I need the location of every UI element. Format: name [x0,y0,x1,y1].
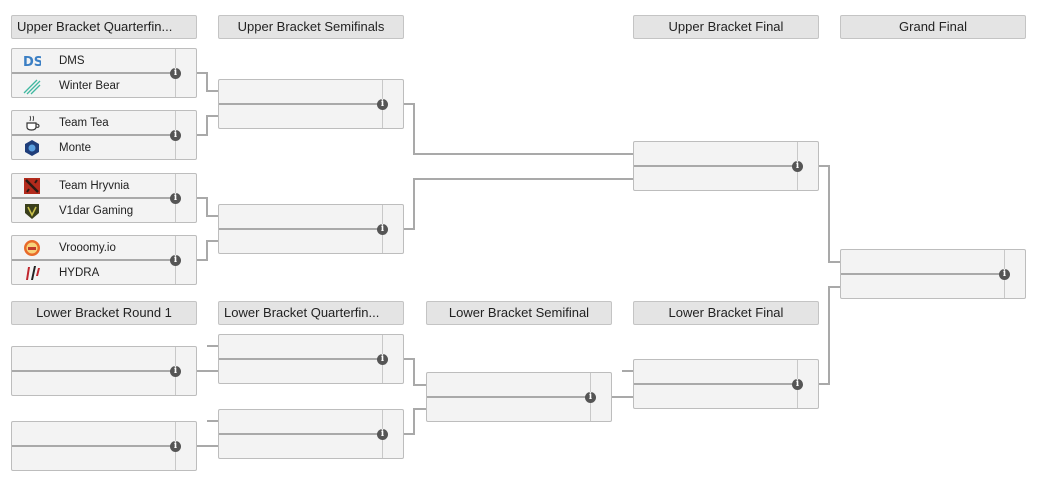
match-divider [841,273,1005,275]
info-icon[interactable]: i [170,254,181,266]
match-divider [12,197,176,199]
team-name: Winter Bear [59,80,120,92]
ub-qf-match-3[interactable]: Team Hryvnia V1dar Gaming i [11,173,197,223]
connector-line [404,103,633,155]
team-row-winter-bear[interactable]: Winter Bear [12,74,175,98]
team-name: Vrooomy.io [59,242,116,254]
info-icon[interactable]: i [377,428,388,440]
connector-line [197,72,218,92]
vrooomy-logo-icon [24,240,40,256]
connector-line [197,197,218,217]
ub-qf-match-1[interactable]: DS DMS Winter Bear i [11,48,197,98]
hydra-logo-icon [26,266,40,280]
team-row-team-hryvnia[interactable]: Team Hryvnia [12,174,175,198]
header-lower-bracket-final: Lower Bracket Final [633,301,819,325]
lb-sf-match[interactable]: i [426,372,612,422]
team-row-monte[interactable]: Monte [12,136,175,160]
teapot-logo-icon [26,115,40,131]
info-icon[interactable]: i [170,67,181,79]
match-divider [219,228,383,230]
info-icon[interactable]: i [170,440,181,452]
match-divider [12,72,176,74]
info-icon[interactable]: i [585,391,596,403]
connector-line [404,178,633,230]
lb-qf-match-1[interactable]: i [218,334,404,384]
match-divider [12,259,176,261]
team-row-v1dar-gaming[interactable]: V1dar Gaming [12,199,175,223]
info-icon[interactable]: i [377,353,388,365]
header-upper-bracket-quarterfinals: Upper Bracket Quarterfin... [11,15,197,39]
svg-text:DS: DS [23,55,41,70]
connector-line [819,286,840,385]
info-icon[interactable]: i [170,192,181,204]
header-lower-bracket-semifinal: Lower Bracket Semifinal [426,301,612,325]
info-icon[interactable]: i [170,365,181,377]
team-name: DMS [59,55,85,67]
team-name: HYDRA [59,267,100,279]
connector-line [197,115,218,136]
v1dar-gaming-logo-icon [25,204,39,219]
header-lower-bracket-round-1: Lower Bracket Round 1 [11,301,197,325]
match-divider [12,445,176,447]
team-row-team-tea[interactable]: Team Tea [12,111,175,135]
info-icon[interactable]: i [999,268,1010,280]
connector-line [404,408,426,435]
team-name: Monte [59,142,91,154]
header-grand-final: Grand Final [840,15,1026,39]
team-row-dms[interactable]: DS DMS [12,49,175,73]
winter-bear-logo-icon [23,79,41,95]
connector-line [819,165,840,263]
header-upper-bracket-final: Upper Bracket Final [633,15,819,39]
match-divider [219,358,383,360]
connector-line [404,358,426,386]
connector-line [197,240,218,261]
lb-qf-match-2[interactable]: i [218,409,404,459]
dms-logo-icon: DS [23,55,41,70]
lb-final-match[interactable]: i [633,359,819,409]
team-name: V1dar Gaming [59,205,134,217]
monte-logo-icon [25,140,39,156]
lb-r1-match-1[interactable]: i [11,346,197,396]
match-divider [634,165,798,167]
info-icon[interactable]: i [377,98,388,110]
info-icon[interactable]: i [792,160,803,172]
team-hryvnia-logo-icon [24,178,40,194]
team-row-hydra[interactable]: HYDRA [12,261,175,285]
match-divider [427,396,591,398]
info-icon[interactable]: i [377,223,388,235]
team-name: Team Hryvnia [59,180,130,192]
team-name: Team Tea [59,117,109,129]
info-icon[interactable]: i [792,378,803,390]
header-lower-bracket-quarterfinals: Lower Bracket Quarterfin... [218,301,404,325]
ub-sf-match-1[interactable]: i [218,79,404,129]
team-row-vrooomy[interactable]: Vrooomy.io [12,236,175,260]
match-divider [634,383,798,385]
match-divider [219,103,383,105]
header-upper-bracket-semifinals: Upper Bracket Semifinals [218,15,404,39]
info-icon[interactable]: i [170,129,181,141]
lb-r1-match-2[interactable]: i [11,421,197,471]
match-divider [12,134,176,136]
ub-final-match[interactable]: i [633,141,819,191]
match-divider [219,433,383,435]
ub-sf-match-2[interactable]: i [218,204,404,254]
ub-qf-match-4[interactable]: Vrooomy.io HYDRA i [11,235,197,285]
match-divider [12,370,176,372]
ub-qf-match-2[interactable]: Team Tea Monte i [11,110,197,160]
grand-final-match[interactable]: i [840,249,1026,299]
